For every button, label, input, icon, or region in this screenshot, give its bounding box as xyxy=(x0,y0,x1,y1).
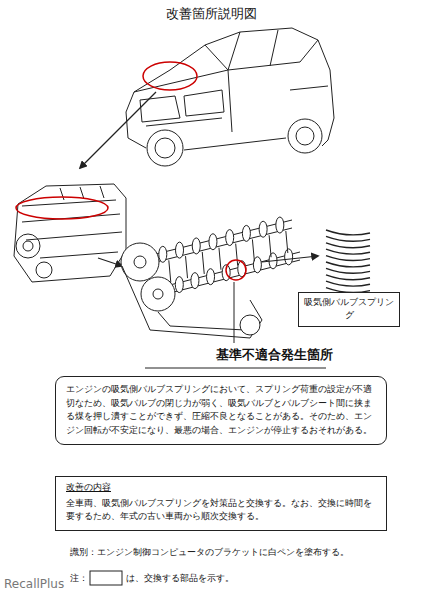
car-drawing xyxy=(126,28,334,166)
box-heading: 改善の内容 xyxy=(66,481,376,495)
valve-stem xyxy=(219,248,221,270)
pointer-arrow xyxy=(262,256,318,262)
valve-stem xyxy=(252,239,254,261)
highlight-ring xyxy=(143,62,197,90)
spring-coil xyxy=(326,249,370,254)
description-box: エンジンの吸気側バルブスプリングにおいて、スプリング荷重の設定が不適切なため、吸… xyxy=(55,376,387,445)
cam-lobe xyxy=(259,221,267,237)
valve-stem xyxy=(269,235,271,257)
title: 改善箇所説明図 xyxy=(0,5,422,23)
spring-coil xyxy=(326,256,370,261)
valve-stem xyxy=(186,256,188,278)
cam-lobe xyxy=(191,273,199,289)
box-text: 吸気側バルブスプリング xyxy=(302,296,396,323)
leader-line xyxy=(234,282,235,343)
cam-lobe xyxy=(276,217,284,233)
part-label-box: 吸気側バルブスプリング xyxy=(298,292,400,327)
valve-stem xyxy=(286,231,288,253)
remedy-box: 改善の内容全車両、吸気側バルブスプリングを対策品と交換する。なお、交換に時間を要… xyxy=(55,476,387,531)
note-text: 識別：エンジン制御コンピュータのブラケットに白ペンを塗布する。 xyxy=(70,546,349,559)
cam-lobe xyxy=(209,234,217,250)
highlight-ring xyxy=(16,197,108,219)
callout-heading: 基準不適合発生箇所 xyxy=(216,347,333,364)
pointer-arrow xyxy=(98,258,122,266)
watermark: RecallPlus xyxy=(4,577,64,591)
spring-coil xyxy=(326,230,370,235)
box-text: エンジンの吸気側バルブスプリングにおいて、スプリング荷重の設定が不適切なため、吸… xyxy=(66,383,376,438)
spring-coil xyxy=(326,262,370,267)
valve-stem xyxy=(202,252,204,274)
cam-lobe xyxy=(159,246,167,262)
cam-lobe xyxy=(207,269,215,285)
spring-coil xyxy=(326,275,370,280)
cam-lobe xyxy=(242,225,250,241)
cam-lobe xyxy=(226,230,234,246)
spring-coil xyxy=(326,268,370,273)
spring-coil xyxy=(326,236,370,241)
engine-drawing xyxy=(14,184,126,282)
part-frame-sample xyxy=(90,571,122,585)
camshaft-drawing xyxy=(121,217,300,338)
cam-lobe xyxy=(176,242,184,258)
cam-lobe xyxy=(192,238,200,254)
underline xyxy=(145,368,326,369)
cam-lobe xyxy=(175,277,183,293)
spring-drawing xyxy=(326,230,370,299)
valve-stem xyxy=(169,260,171,282)
valve-stem xyxy=(236,244,238,266)
spring-coil xyxy=(326,281,370,286)
note-text: は、交換する部品を示す。 xyxy=(126,572,234,585)
highlight-ring xyxy=(226,260,246,280)
cam-lobe xyxy=(285,249,293,265)
note-text: 注： xyxy=(70,572,88,585)
box-text: 全車両、吸気側バルブスプリングを対策品と交換する。なお、交換に時間を要するため、… xyxy=(66,497,376,524)
spring-coil xyxy=(326,243,370,248)
pointer-arrow xyxy=(80,92,156,168)
